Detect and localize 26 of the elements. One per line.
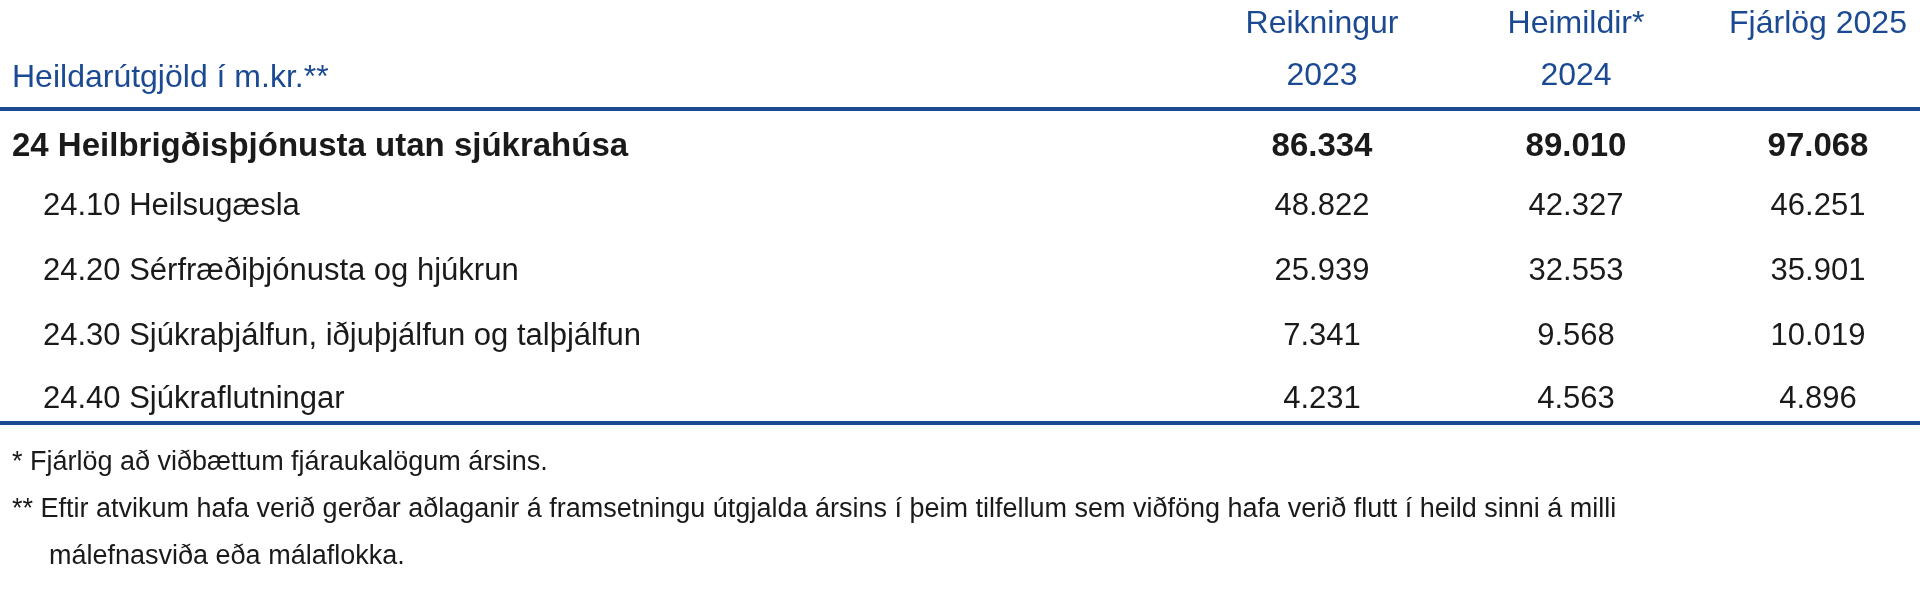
value-cell-text: 48.822	[1273, 186, 1371, 224]
value-cell-text: 7.341	[1282, 316, 1362, 354]
row-label: 24 Heilbrigðisþjónusta utan sjúkrahúsa	[12, 126, 629, 164]
value-cell-text: 35.901	[1769, 251, 1867, 289]
column-header: Fjárlög 2025	[1728, 3, 1908, 42]
column-header: Heildarútgjöld í m.kr.**	[12, 57, 329, 95]
value-cell-text: 86.334	[1270, 126, 1374, 164]
value-cell-text: 97.068	[1766, 126, 1870, 164]
value-cell-text: 10.019	[1769, 316, 1867, 354]
value-cell-text: 9.568	[1536, 316, 1616, 354]
value-cell-text: 4.896	[1778, 379, 1858, 417]
row-label: 24.30 Sjúkraþjálfun, iðjuþjálfun og talþjálfun	[43, 316, 642, 354]
value-cell-text: 4.231	[1282, 379, 1362, 417]
column-header: Heimildir* 2024	[1506, 3, 1646, 94]
value-cell-text: 42.327	[1527, 186, 1625, 224]
value-cell-text: 89.010	[1524, 126, 1628, 164]
value-cell-text: 46.251	[1769, 186, 1867, 224]
column-header: Reikningur 2023	[1244, 3, 1400, 94]
value-cell-text: 4.563	[1536, 379, 1616, 417]
value-cell-text: 32.553	[1527, 251, 1625, 289]
row-label: 24.10 Heilsugæsla	[43, 186, 300, 224]
footnote: ** Eftir atvikum hafa verið gerðar aðlaganir á framsetningu útgjalda ársins í þeim tilfellum sem viðföng hafa verið flutt í heild sinni á milli málefnasviða eða málaflokka.	[12, 492, 1618, 572]
footnote: * Fjárlög að viðbættum fjáraukalögum ársins.	[12, 445, 548, 478]
row-label: 24.20 Sérfræðiþjónusta og hjúkrun	[43, 251, 519, 289]
value-cell-text: 25.939	[1273, 251, 1371, 289]
row-label: 24.40 Sjúkraflutningar	[43, 379, 345, 417]
